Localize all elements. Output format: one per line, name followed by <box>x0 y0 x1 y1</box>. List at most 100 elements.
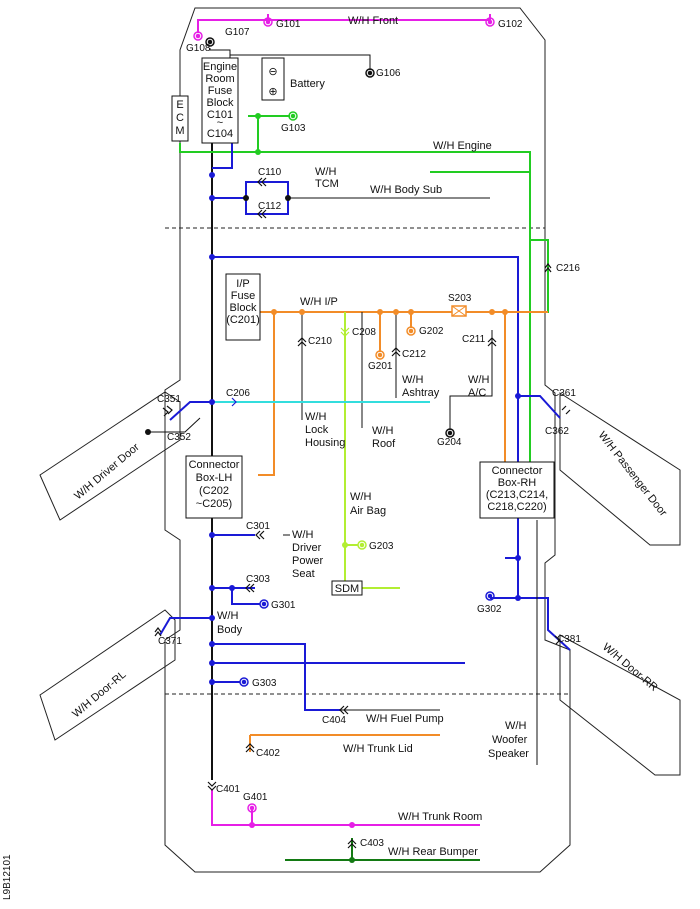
svg-text:(C202: (C202 <box>199 485 229 497</box>
svg-text:G102: G102 <box>498 19 523 30</box>
svg-text:(C201): (C201) <box>226 314 260 326</box>
svg-text:G201: G201 <box>368 361 393 372</box>
svg-text:Box-RH: Box-RH <box>498 477 537 489</box>
svg-text:M: M <box>175 125 184 137</box>
connector-chevrons <box>154 177 571 849</box>
svg-text:W/H: W/H <box>292 529 313 541</box>
svg-text:W/H Trunk Room: W/H Trunk Room <box>398 811 482 823</box>
svg-text:⊕: ⊕ <box>268 86 277 98</box>
svg-text:G202: G202 <box>419 326 444 337</box>
svg-text:Fuse: Fuse <box>231 290 255 302</box>
label-body-sub: W/H Body Sub <box>370 184 442 196</box>
svg-text:W/H: W/H <box>305 411 326 423</box>
svg-text:W/H Fuel Pump: W/H Fuel Pump <box>366 713 444 725</box>
svg-text:E: E <box>176 99 183 111</box>
wire-front <box>197 19 490 33</box>
svg-text:Fuse: Fuse <box>208 85 232 97</box>
connector-box-rh: Connector Box-RH (C213,C214, C218,C220) <box>479 461 555 519</box>
svg-text:W/H: W/H <box>315 166 336 178</box>
svg-text:(C213,C214,: (C213,C214, <box>486 489 548 501</box>
svg-text:⊖: ⊖ <box>268 66 277 78</box>
connector-labels: C110 C112 C206 C208 C210 C211 C212 C216 … <box>157 167 581 849</box>
svg-text:C104: C104 <box>207 128 233 140</box>
svg-text:W/H Door-RL: W/H Door-RL <box>70 669 128 721</box>
svg-text:C210: C210 <box>308 336 332 347</box>
svg-text:C404: C404 <box>322 715 346 726</box>
ground-symbols <box>193 17 495 813</box>
svg-text:Housing: Housing <box>305 437 345 449</box>
svg-text:W/H: W/H <box>350 491 371 503</box>
svg-text:Battery: Battery <box>290 78 325 90</box>
svg-text:C381: C381 <box>557 634 581 645</box>
svg-text:C211: C211 <box>462 334 486 345</box>
svg-text:A/C: A/C <box>468 387 486 399</box>
svg-text:W/H: W/H <box>402 374 423 386</box>
svg-text:C212: C212 <box>402 349 426 360</box>
svg-text:Block: Block <box>207 97 234 109</box>
junction-dots <box>145 113 521 863</box>
engine-room-fuse-block: Engine Room Fuse Block C101 ~ C104 <box>201 57 239 144</box>
sdm-box: SDM <box>331 580 363 596</box>
svg-text:Driver: Driver <box>292 542 322 554</box>
svg-text:G401: G401 <box>243 792 268 803</box>
svg-text:G302: G302 <box>477 604 502 615</box>
svg-text:W/H: W/H <box>372 425 393 437</box>
label-ip: W/H I/P <box>300 296 338 308</box>
svg-text:G107: G107 <box>225 27 250 38</box>
svg-text:Roof: Roof <box>372 438 396 450</box>
svg-text:G103: G103 <box>281 123 306 134</box>
svg-text:W/H Trunk Lid: W/H Trunk Lid <box>343 743 413 755</box>
svg-text:C371: C371 <box>158 636 182 647</box>
svg-text:W/H Rear Bumper: W/H Rear Bumper <box>388 846 478 858</box>
svg-text:Connector: Connector <box>492 465 543 477</box>
svg-text:C402: C402 <box>256 748 280 759</box>
ground-labels: G101 G102 G103 G106 G107 G108 G201 G202 … <box>186 19 523 803</box>
svg-text:C112: C112 <box>258 201 282 212</box>
svg-text:Seat: Seat <box>292 568 315 580</box>
svg-text:TCM: TCM <box>315 178 339 190</box>
svg-text:Lock: Lock <box>305 424 329 436</box>
svg-text:C101: C101 <box>207 109 233 121</box>
svg-text:Speaker: Speaker <box>488 748 529 760</box>
ip-fuse-block: I/P Fuse Block (C201) <box>225 273 261 341</box>
splice-s203-symbol <box>451 305 467 317</box>
svg-text:Woofer: Woofer <box>492 734 528 746</box>
battery-box: ⊖ ⊕ Battery <box>261 57 325 101</box>
svg-text:C401: C401 <box>216 784 240 795</box>
svg-text:Engine: Engine <box>203 61 237 73</box>
label-engine: W/H Engine <box>433 140 492 152</box>
svg-text:C403: C403 <box>360 838 384 849</box>
svg-text:C216: C216 <box>556 263 580 274</box>
svg-text:Ashtray: Ashtray <box>402 387 440 399</box>
svg-text:C301: C301 <box>246 521 270 532</box>
svg-text:C352: C352 <box>167 432 191 443</box>
svg-text:~C205): ~C205) <box>196 498 232 510</box>
svg-text:Room: Room <box>205 73 234 85</box>
connector-box-lh: Connector Box-LH (C202 ~C205) <box>185 455 243 519</box>
svg-text:Block: Block <box>230 302 257 314</box>
svg-text:G301: G301 <box>271 600 296 611</box>
svg-text:Air Bag: Air Bag <box>350 505 386 517</box>
svg-text:C218,C220): C218,C220) <box>487 501 546 513</box>
harness-labels: W/H Front W/H Engine W/H TCM W/H Body Su… <box>70 15 669 858</box>
ecm-box: E C M <box>171 95 189 142</box>
svg-text:G106: G106 <box>376 68 401 79</box>
svg-text:G204: G204 <box>437 437 462 448</box>
wire-engine <box>179 143 531 462</box>
wire-trunk-room <box>211 790 480 826</box>
svg-text:Body: Body <box>217 624 243 636</box>
svg-text:~: ~ <box>217 117 223 129</box>
svg-text:G303: G303 <box>252 678 277 689</box>
figure-id: L9B12101 <box>2 854 13 900</box>
svg-text:S203: S203 <box>448 293 472 304</box>
svg-text:SDM: SDM <box>335 583 359 595</box>
svg-text:W/H Driver Door: W/H Driver Door <box>72 441 142 502</box>
svg-text:C110: C110 <box>258 167 282 178</box>
svg-text:W/H: W/H <box>505 720 526 732</box>
svg-text:C: C <box>176 112 184 124</box>
svg-text:G101: G101 <box>276 19 301 30</box>
svg-text:C362: C362 <box>545 426 569 437</box>
svg-text:C361: C361 <box>552 388 576 399</box>
svg-text:C351: C351 <box>157 394 181 405</box>
